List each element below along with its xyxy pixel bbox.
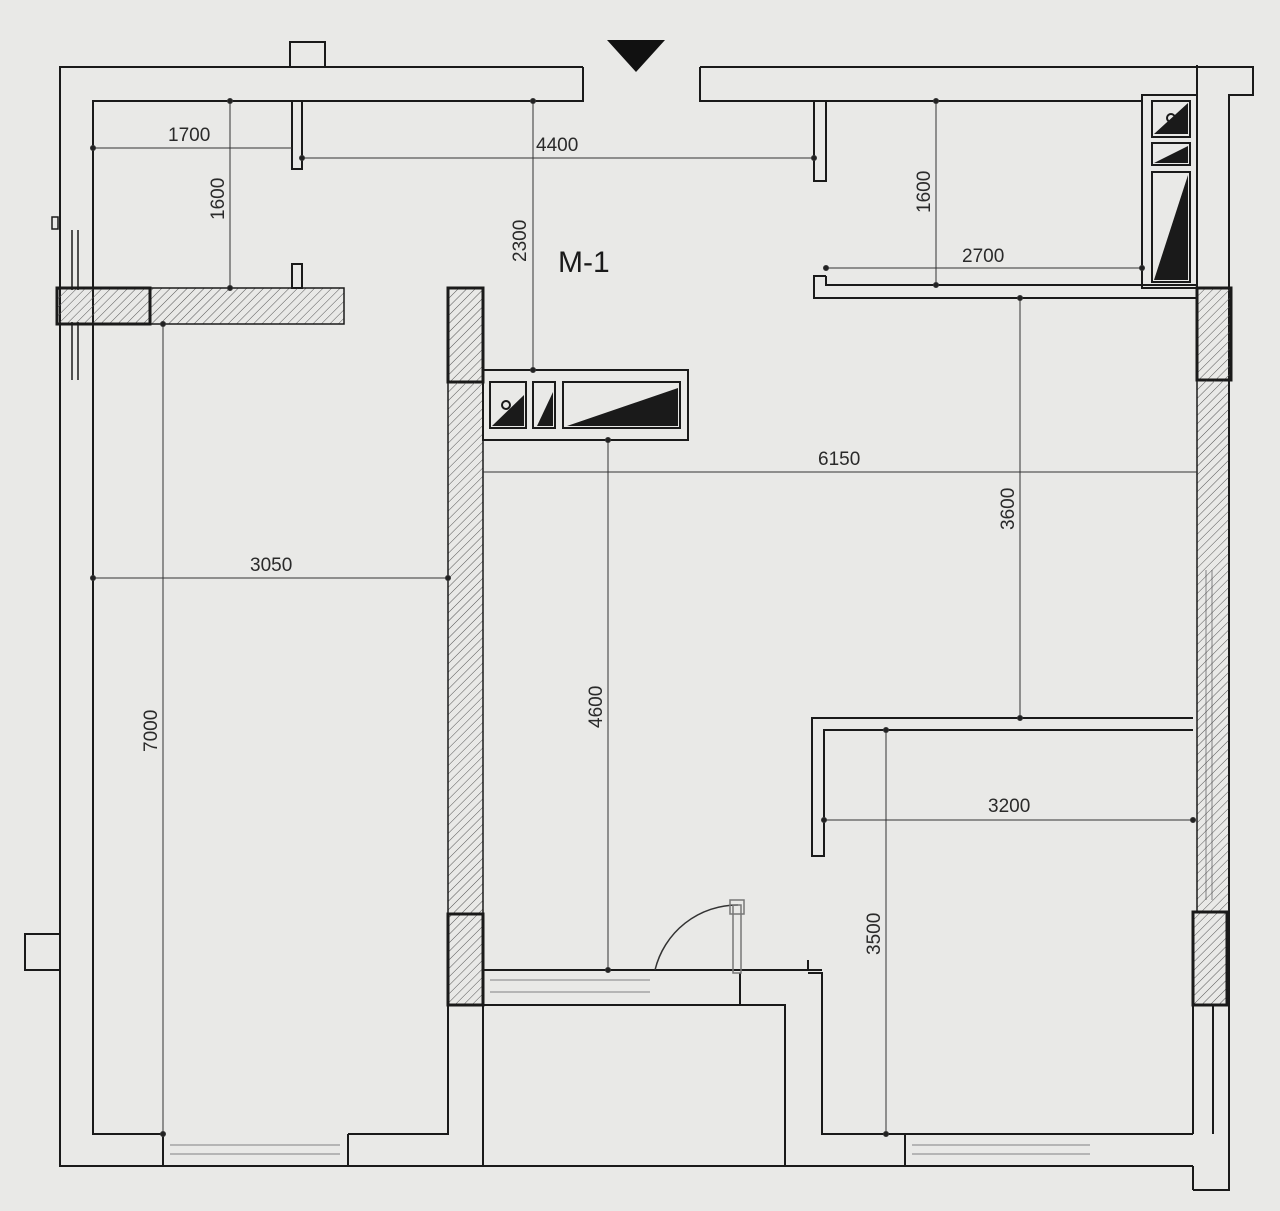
dim-3200-label: 3200 — [988, 796, 1030, 817]
left-wall-details — [51, 216, 79, 380]
plan-title: M-1 — [558, 246, 610, 279]
dim-1600-left-label: 1600 — [208, 178, 229, 220]
structural-walls — [55, 286, 1233, 1007]
dim-3500-label: 3500 — [864, 913, 885, 955]
vent-shaft-right — [1141, 94, 1198, 289]
outer-walls — [24, 41, 1254, 1191]
dim-1600-right-label: 1600 — [914, 171, 935, 213]
dim-1700-label: 1700 — [168, 125, 210, 146]
dim-3050-label: 3050 — [250, 555, 292, 576]
dimension-lines — [90, 98, 1197, 1137]
entrance-arrow-icon — [607, 40, 665, 72]
dim-4400-label: 4400 — [536, 135, 578, 156]
dim-7000-label: 7000 — [141, 710, 162, 752]
entrance-door — [654, 899, 745, 974]
dim-4600-label: 4600 — [586, 686, 607, 728]
dim-2700-label: 2700 — [962, 246, 1004, 267]
vent-shaft-center — [482, 369, 689, 441]
dim-6150-label: 6150 — [818, 449, 860, 470]
dim-2300-label: 2300 — [510, 220, 531, 262]
dim-3600-label: 3600 — [998, 488, 1019, 530]
